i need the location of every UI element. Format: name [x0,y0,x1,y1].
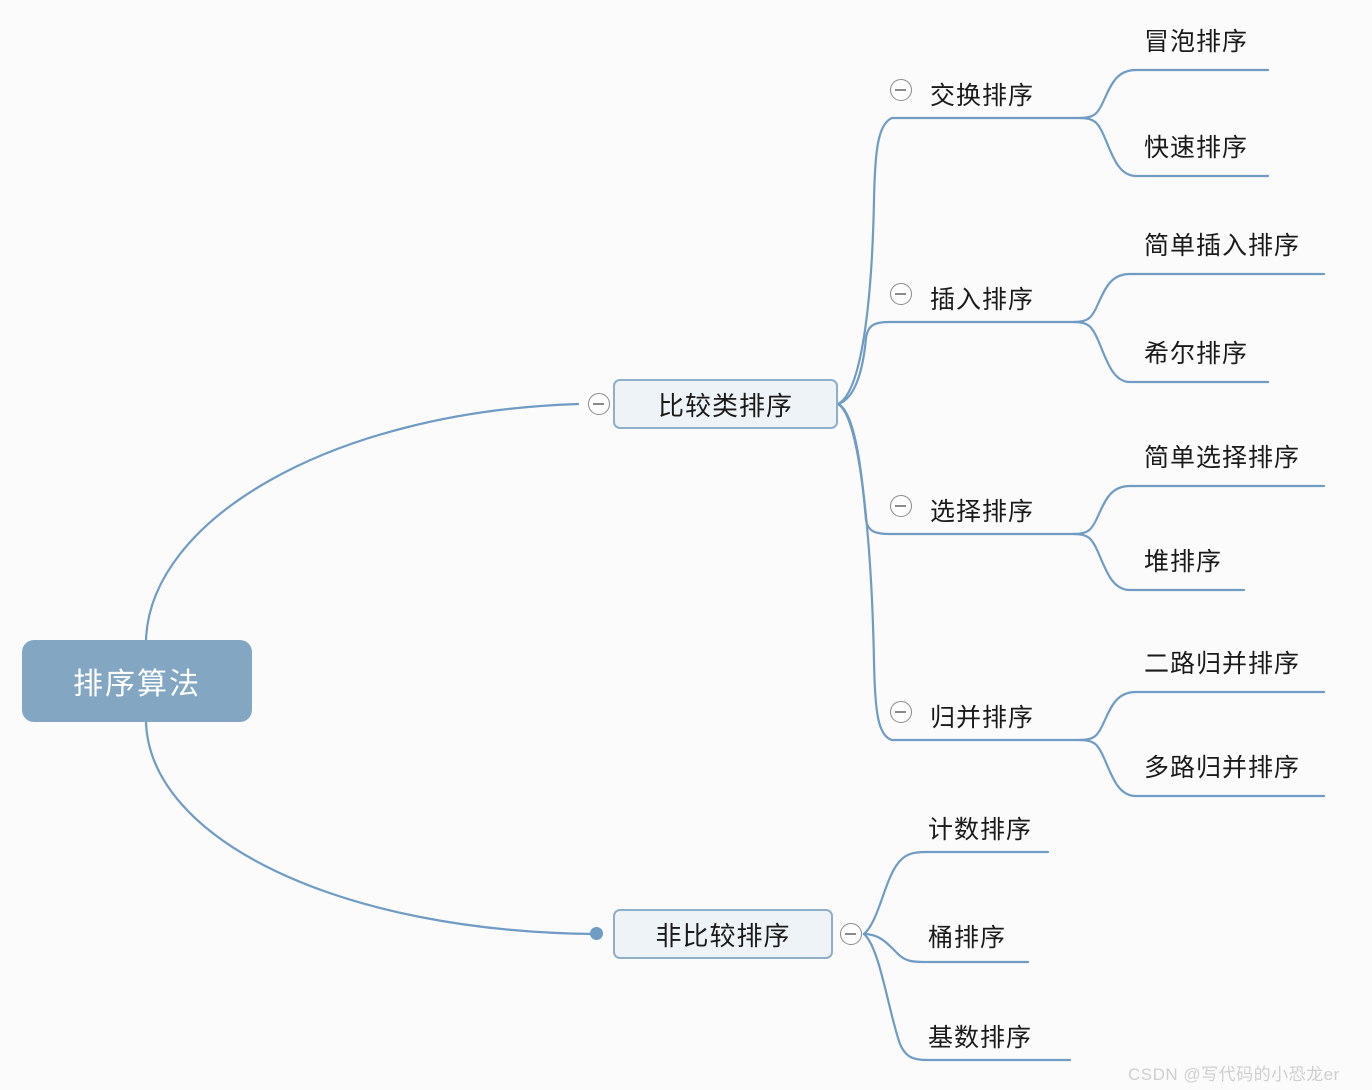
edge-root-to-comparison [144,402,580,642]
leaf-bucket-sort-label: 桶排序 [928,924,1007,952]
leaf-shell-sort-label: 希尔排序 [1144,340,1249,368]
leaf-two-way-merge-sort-label: 二路归并排序 [1144,650,1301,678]
node-noncomparison-sorting-label: 非比较排序 [655,920,791,951]
leaf-shell-sort[interactable]: 希尔排序 [1144,334,1248,370]
node-exchange-sort-label: 交换排序 [930,82,1035,110]
leaf-multi-way-merge-sort-label: 多路归并排序 [1144,754,1301,782]
edge-selection-to-simple-selection [1072,484,1326,536]
root-node-label: 排序算法 [73,668,201,701]
node-selection-sort[interactable]: 选择排序 [930,492,1034,528]
edge-root-to-noncomparison [144,720,598,936]
node-comparison-sorting-label: 比较类排序 [657,390,793,421]
edge-comparison-to-insertion [836,320,1076,406]
collapse-toggle-merge[interactable] [890,701,912,723]
node-exchange-sort[interactable]: 交换排序 [930,76,1034,112]
collapse-toggle-selection[interactable] [890,495,912,517]
edge-comparison-to-exchange [836,116,1082,406]
leaf-counting-sort[interactable]: 计数排序 [928,810,1032,846]
leaf-simple-selection-sort[interactable]: 简单选择排序 [1144,438,1300,474]
leaf-simple-insertion-sort[interactable]: 简单插入排序 [1144,226,1300,262]
node-insertion-sort-label: 插入排序 [930,286,1035,314]
collapse-toggle-comparison[interactable] [588,393,610,415]
watermark-text: CSDN @写代码的小恐龙er [1128,1065,1340,1084]
node-noncomparison-sorting[interactable]: 非比较排序 [613,909,833,959]
leaf-simple-selection-sort-label: 简单选择排序 [1144,444,1301,472]
leaf-quick-sort-label: 快速排序 [1144,134,1249,162]
edge-comparison-to-merge [836,402,1082,742]
leaf-two-way-merge-sort[interactable]: 二路归并排序 [1144,644,1300,680]
leaf-quick-sort[interactable]: 快速排序 [1144,128,1248,164]
leaf-radix-sort-label: 基数排序 [928,1024,1033,1052]
node-selection-sort-label: 选择排序 [930,498,1035,526]
connector-dot-noncomparison [590,927,603,940]
root-node[interactable]: 排序算法 [22,640,252,722]
collapse-toggle-noncomparison[interactable] [840,923,862,945]
node-insertion-sort[interactable]: 插入排序 [930,280,1034,316]
collapse-toggle-insertion[interactable] [890,283,912,305]
edge-insertion-to-simple-insertion [1072,272,1326,324]
leaf-multi-way-merge-sort[interactable]: 多路归并排序 [1144,748,1300,784]
leaf-radix-sort[interactable]: 基数排序 [928,1018,1032,1054]
leaf-bucket-sort[interactable]: 桶排序 [928,918,1006,954]
leaf-heap-sort-label: 堆排序 [1144,548,1223,576]
leaf-counting-sort-label: 计数排序 [928,816,1033,844]
leaf-simple-insertion-sort-label: 简单插入排序 [1144,232,1301,260]
collapse-toggle-exchange[interactable] [890,79,912,101]
watermark: CSDN @写代码的小恐龙er [1128,1060,1340,1085]
node-comparison-sorting[interactable]: 比较类排序 [613,379,838,429]
node-merge-sort-label: 归并排序 [930,704,1035,732]
leaf-heap-sort[interactable]: 堆排序 [1144,542,1222,578]
edge-exchange-to-bubble [1078,68,1270,120]
leaf-bubble-sort[interactable]: 冒泡排序 [1144,22,1248,58]
leaf-bubble-sort-label: 冒泡排序 [1144,28,1249,56]
edge-merge-to-two-way [1078,690,1326,742]
node-merge-sort[interactable]: 归并排序 [930,698,1034,734]
